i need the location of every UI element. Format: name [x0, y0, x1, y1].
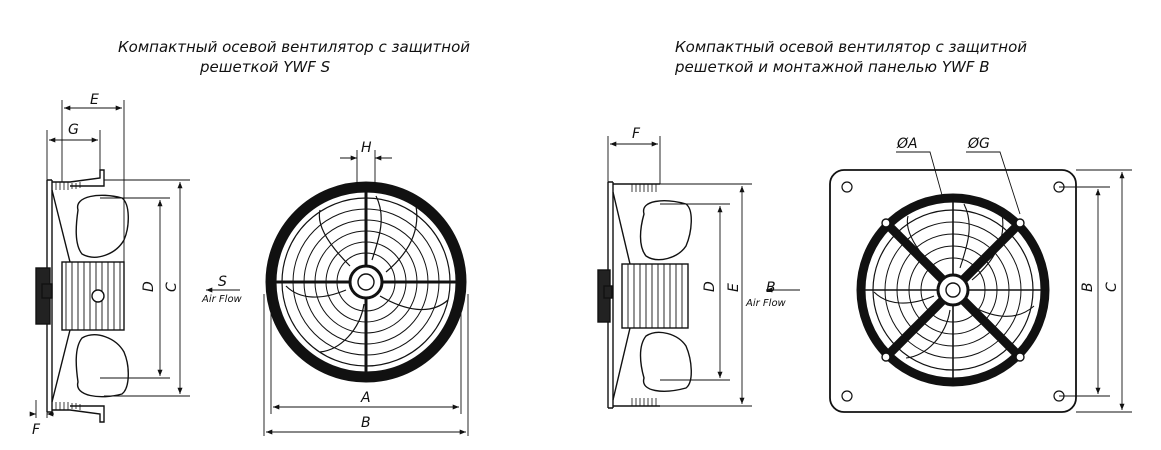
- left-dim-F: F: [32, 422, 41, 438]
- left-dim-C: C: [164, 282, 180, 292]
- left-dim-E: E: [90, 92, 99, 108]
- left-caption-line1: Компактный осевой вентилятор с защитной: [118, 38, 471, 56]
- right-caption-line1: Компактный осевой вентилятор с защитной: [675, 38, 1028, 56]
- mount-hole-bottom-left: [841, 390, 853, 402]
- left-front-dim-A: A: [360, 390, 371, 406]
- right-front-dim-B: B: [1080, 282, 1096, 292]
- right-caption-line2: решеткой и монтажной панелью YWF B: [675, 58, 990, 76]
- right-side-view: [597, 181, 692, 409]
- right-dim-D: D: [702, 281, 718, 292]
- left-front-dim-H: H: [361, 140, 372, 156]
- right-front-dimensions: [896, 151, 1132, 413]
- left-dim-D: D: [141, 281, 157, 292]
- left-flow-letter: S: [218, 274, 227, 290]
- mount-hole-top-left: [841, 181, 853, 193]
- right-front-view: [829, 169, 1077, 413]
- left-dim-G: G: [68, 122, 79, 138]
- right-front-dim-C: C: [1104, 282, 1120, 292]
- left-front-dimensions: [263, 150, 469, 436]
- left-side-view: [35, 169, 129, 423]
- right-flow-letter: B: [766, 280, 776, 296]
- left-front-dim-B: B: [361, 415, 371, 431]
- right-side-dimensions: [607, 136, 800, 407]
- right-front-dim-OG: ØG: [967, 136, 990, 152]
- left-side-dimensions: [29, 100, 240, 418]
- left-front-view: [265, 181, 467, 383]
- right-air-flow-label: Air Flow: [745, 298, 787, 309]
- left-air-flow-label: Air Flow: [201, 294, 243, 305]
- left-caption-line2: решеткой YWF S: [200, 58, 331, 76]
- right-dim-E: E: [726, 283, 742, 292]
- right-front-dim-OA: ØA: [896, 136, 918, 152]
- right-dim-F: F: [632, 126, 641, 142]
